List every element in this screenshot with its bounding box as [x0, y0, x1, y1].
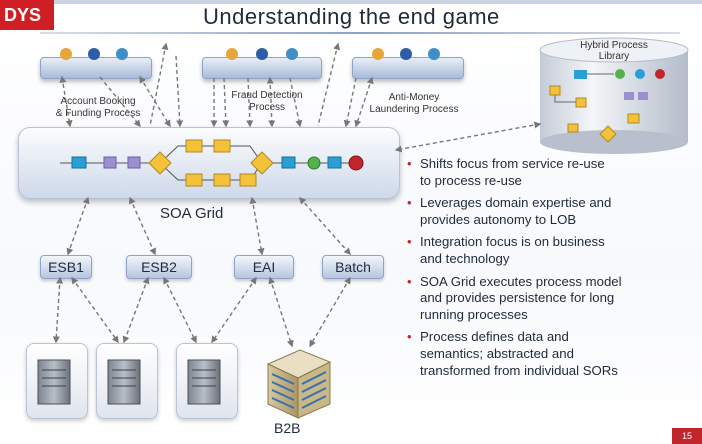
- bullet-item: Leverages domain expertise and provides …: [404, 195, 696, 228]
- process-node-icon: [638, 92, 648, 100]
- user-icon: [60, 48, 72, 60]
- process-node-icon: [281, 156, 296, 169]
- bullet-item: Shifts focus from service re-use to proc…: [404, 156, 696, 189]
- soa-grid-label: SOA Grid: [160, 205, 224, 222]
- top-bar: [0, 0, 702, 4]
- bullet-line: to process re-use: [420, 172, 522, 188]
- end-event-icon: [348, 155, 364, 171]
- process-node-icon: [627, 113, 640, 124]
- bullet-line: Leverages domain expertise and: [420, 195, 612, 211]
- title-underline: [40, 32, 680, 34]
- building-icon: [266, 349, 332, 419]
- logo: DYS: [0, 0, 54, 30]
- library-label-line: Hybrid Process: [580, 40, 648, 51]
- library-label-line: Library: [598, 51, 630, 62]
- process-node-icon: [615, 69, 625, 79]
- process-node-icon: [327, 156, 342, 169]
- process-label-line: Account Booking: [60, 96, 136, 107]
- task-icon: [213, 173, 231, 187]
- process-node-icon: [599, 125, 617, 143]
- process-node-icon: [127, 156, 141, 169]
- bullet-list: Shifts focus from service re-use to proc…: [404, 156, 696, 385]
- esb2-box: ESB2: [126, 255, 192, 279]
- b2b-label: B2B: [274, 420, 301, 436]
- user-icon: [226, 48, 238, 60]
- library-label: Hybrid Process Library: [538, 40, 690, 62]
- esb1-box: ESB1: [40, 255, 92, 279]
- process-label-line: Laundering Process: [369, 104, 459, 115]
- process-node-icon: [624, 92, 634, 100]
- process-label-account: Account Booking & Funding Process: [38, 96, 158, 120]
- bullet-line: Shifts focus from service re-use: [420, 156, 605, 171]
- task-icon: [185, 139, 203, 153]
- user-icon: [428, 48, 440, 60]
- bullet-line: and technology: [420, 250, 510, 266]
- bullet-line: running processes: [420, 306, 528, 322]
- server-icon: [107, 359, 141, 405]
- server-icon: [187, 359, 221, 405]
- page-title: Understanding the end game: [203, 4, 500, 29]
- bullet-item: Process defines data and semantics; abst…: [404, 329, 696, 379]
- bullet-item: Integration focus is on business and tec…: [404, 234, 696, 267]
- process-node-icon: [307, 156, 321, 170]
- user-icon: [256, 48, 268, 60]
- database-cylinder-icon: [539, 37, 689, 154]
- user-icon: [400, 48, 412, 60]
- process-node-icon: [574, 70, 587, 79]
- page-number: 15: [672, 428, 702, 444]
- task-icon: [239, 173, 257, 187]
- bullet-item: SOA Grid executes process model and prov…: [404, 274, 696, 324]
- server-icon: [37, 359, 71, 405]
- process-label-line: & Funding Process: [55, 108, 141, 119]
- hybrid-process-library: Hybrid Process Library: [538, 36, 690, 156]
- process-node-icon: [71, 156, 87, 169]
- bullet-line: SOA Grid executes process model: [420, 273, 622, 289]
- process-node-icon: [655, 69, 665, 79]
- bullet-line: Integration focus is on business: [420, 234, 605, 250]
- decision-icon: [250, 151, 274, 175]
- process-label-aml: Anti-Money Laundering Process: [358, 92, 470, 116]
- user-icon: [116, 48, 128, 60]
- bullet-line: provides autonomy to LOB: [420, 211, 577, 227]
- process-node-icon: [103, 156, 117, 169]
- eai-box: EAI: [234, 255, 294, 279]
- batch-box: Batch: [322, 255, 384, 279]
- bullet-line: Process defines data and: [420, 329, 569, 345]
- dashed-connectors: [52, 42, 542, 348]
- task-icon: [213, 139, 231, 153]
- process-node-icon: [635, 69, 645, 79]
- user-icon: [286, 48, 298, 60]
- process-node-icon: [567, 123, 579, 133]
- bullet-line: semantics; abstracted and: [420, 345, 574, 361]
- task-icon: [185, 173, 203, 187]
- user-icon: [88, 48, 100, 60]
- decision-icon: [148, 151, 172, 175]
- process-label-line: Anti-Money: [388, 92, 440, 103]
- user-icon: [372, 48, 384, 60]
- bullet-line: and provides persistence for long: [420, 290, 615, 306]
- bullet-line: transformed from individual SORs: [420, 362, 618, 378]
